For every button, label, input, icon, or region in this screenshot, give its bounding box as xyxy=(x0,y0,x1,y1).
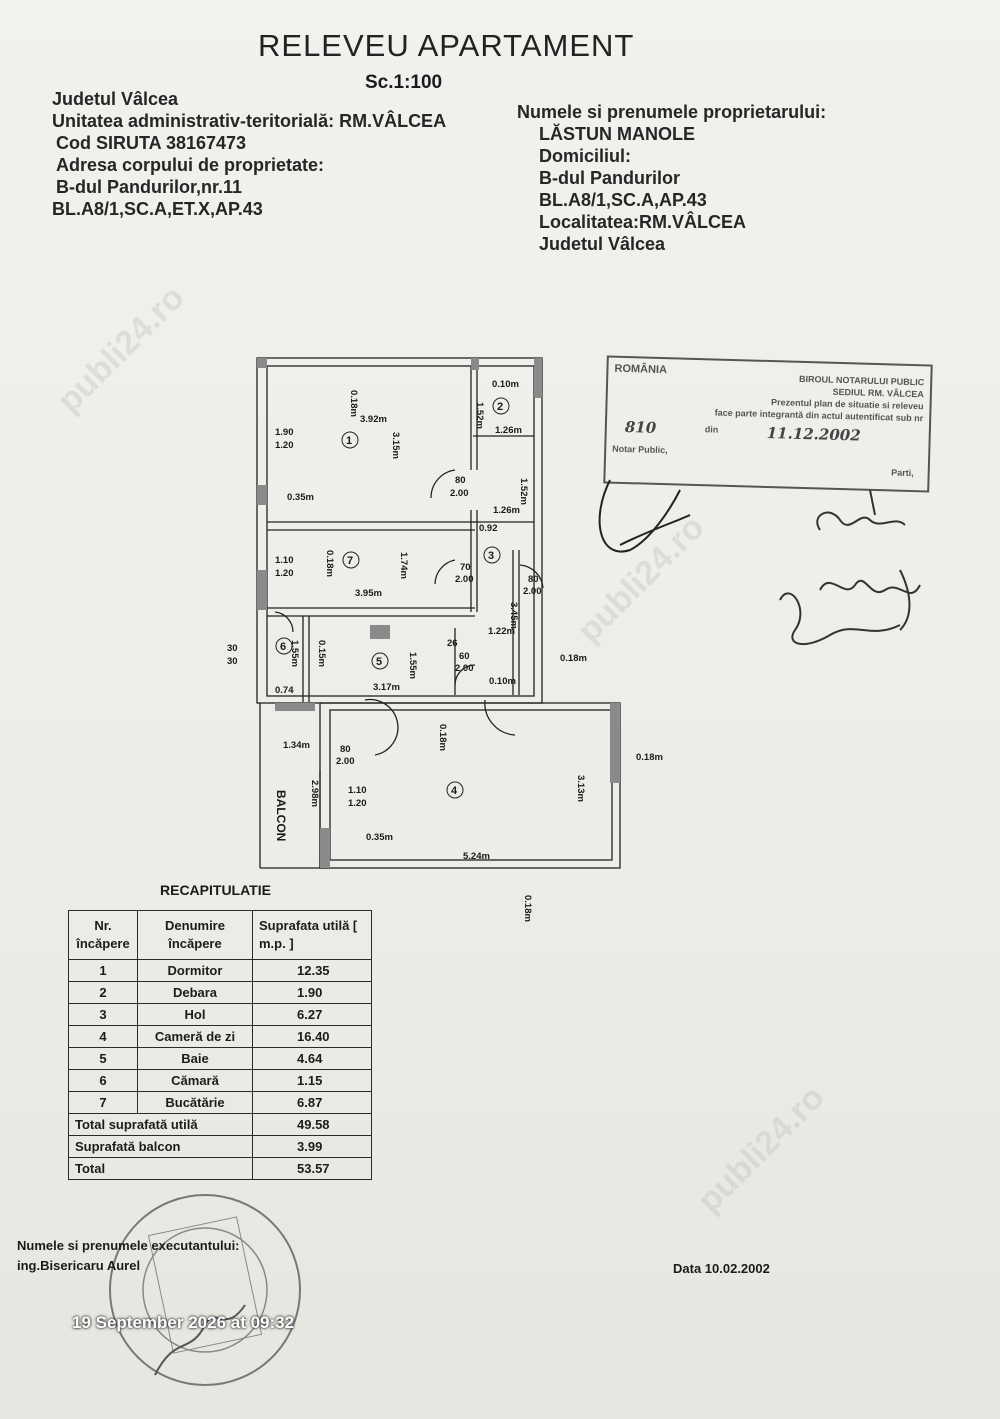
dim-label: 30 xyxy=(227,656,238,667)
dim-label: 2.00 xyxy=(455,574,474,585)
dim-label: 0.15m xyxy=(316,640,327,667)
balcony-label: BALCON xyxy=(274,790,288,841)
dim-label: 0.18m xyxy=(324,550,335,577)
dim-label: 1.10 xyxy=(275,555,294,566)
balcony-row: Suprafată balcon 3.99 xyxy=(68,1135,372,1158)
dim-label: 0.35m xyxy=(366,832,393,843)
county-line: Judetul Vâlcea xyxy=(52,89,179,109)
document-date: Data 10.02.2002 xyxy=(673,1261,770,1276)
address-street: B-dul Pandurilor,nr.11 xyxy=(56,177,243,197)
col-header: Nr. încăpere xyxy=(68,910,138,960)
photo-timestamp: 19 September 2026 at 09:32 xyxy=(72,1313,295,1332)
plan-scale: Sc.1:100 xyxy=(365,72,443,93)
room-number-2: 2 xyxy=(497,401,503,413)
domicile-label: Domiciliul: xyxy=(539,146,632,166)
dim-label: 70 xyxy=(460,562,471,573)
dim-label: 30 xyxy=(227,643,238,654)
dim-label: 1.20 xyxy=(348,798,367,809)
dim-label: 0.35m xyxy=(287,492,314,503)
dim-label: 0.18m xyxy=(522,895,533,922)
room-number-7: 7 xyxy=(347,555,353,567)
owner-label: Numele si prenumele proprietarului: xyxy=(517,102,827,122)
col-header: Denumire încăpere xyxy=(137,910,253,960)
dim-label: 2.00 xyxy=(523,586,542,597)
room-number-5: 5 xyxy=(376,656,382,668)
dim-label: 1.52m xyxy=(518,478,529,505)
dim-label: 3.13m xyxy=(575,775,586,802)
dim-label: 1.26m xyxy=(495,425,522,436)
address-block: BL.A8/1,SC.A,ET.X,AP.43 xyxy=(52,199,263,219)
dim-label: 1.55m xyxy=(289,640,300,667)
dim-label: 3.92m xyxy=(360,414,387,425)
admin-unit-line: Unitatea administrativ-teritorială: RM.V… xyxy=(52,111,447,131)
dim-label: 80 xyxy=(528,574,539,585)
dim-label: 60 xyxy=(459,651,470,662)
dim-label: 2.98m xyxy=(309,780,320,807)
table-header-row: Nr. încăpere Denumire încăpere Suprafata… xyxy=(68,910,372,960)
table-row: 6 Cămară 1.15 xyxy=(68,1069,372,1092)
grand-total-row: Total 53.57 xyxy=(68,1157,372,1180)
room-number-6: 6 xyxy=(280,641,286,653)
table-row: 1 Dormitor 12.35 xyxy=(68,959,372,982)
dim-label: 3.17m xyxy=(373,682,400,693)
address-label: Adresa corpului de proprietate: xyxy=(56,155,325,175)
property-info: Judetul Vâlcea Unitatea administrativ-te… xyxy=(52,88,446,220)
dim-label: 3.15m xyxy=(390,432,401,459)
signature-marks xyxy=(598,479,921,646)
dim-label: 0.18m xyxy=(560,653,587,664)
dim-label: 26 xyxy=(447,638,458,649)
owner-info: Numele si prenumele proprietarului: LĂST… xyxy=(517,101,826,255)
table-row: 2 Debara 1.90 xyxy=(68,981,372,1004)
dim-label: 1.20 xyxy=(275,568,294,579)
siruta-line: Cod SIRUTA 38167473 xyxy=(56,133,247,153)
dim-label: 1.26m xyxy=(493,505,520,516)
recap-table: Nr. încăpere Denumire încăpere Suprafata… xyxy=(68,910,372,1180)
dim-label: 1.22m xyxy=(488,626,515,637)
dim-label: 0.10m xyxy=(492,379,519,390)
executor-name: ing.Bisericaru Aurel xyxy=(17,1258,141,1273)
recap-title: RECAPITULATIE xyxy=(160,882,271,898)
dim-label: 0.18m xyxy=(437,724,448,751)
table-row: 7 Bucătărie 6.87 xyxy=(68,1091,372,1114)
dim-label: 2.00 xyxy=(455,663,474,674)
dim-label: 2.00 xyxy=(450,488,469,499)
county-line-owner: Judetul Vâlcea xyxy=(539,234,666,254)
col-header: Suprafata utilă [ m.p. ] xyxy=(252,910,372,960)
room-number-1: 1 xyxy=(346,435,352,447)
executor-label: Numele si prenumele executantului: xyxy=(17,1238,240,1253)
dim-label: 1.10 xyxy=(348,785,367,796)
dim-label: 1.90 xyxy=(275,427,294,438)
dim-label: 80 xyxy=(340,744,351,755)
dim-label: 0.74 xyxy=(275,685,294,696)
dim-label: 1.74m xyxy=(398,552,409,579)
dim-label: 1.52m xyxy=(474,402,485,429)
table-row: 4 Cameră de zi 16.40 xyxy=(68,1025,372,1048)
dim-label: 0.18m xyxy=(636,752,663,763)
dim-label: 1.55m xyxy=(407,652,418,679)
dim-label: 3.95m xyxy=(355,588,382,599)
dim-label: 80 xyxy=(455,475,466,486)
table-row: 5 Baie 4.64 xyxy=(68,1047,372,1070)
dim-label: 0.92 xyxy=(479,523,498,534)
surveyor-stamp xyxy=(109,1194,301,1386)
dim-label: 5.24m xyxy=(463,851,490,862)
room-number-4: 4 xyxy=(451,785,458,797)
domicile-block: BL.A8/1,SC.A,AP.43 xyxy=(539,190,707,210)
stamp-office: BIROUL NOTARULUI PUBLIC SEDIUL RM. VÂLCE… xyxy=(714,373,925,424)
dim-label: 3.45m xyxy=(508,602,519,629)
dim-label: 1.20 xyxy=(275,440,294,451)
document-title: RELEVEU APARTAMENT xyxy=(258,28,635,63)
total-row: Total suprafată utilă 49.58 xyxy=(68,1113,372,1136)
dim-label: 1.34m xyxy=(283,740,310,751)
table-row: 3 Hol 6.27 xyxy=(68,1003,372,1026)
dim-label: 0.10m xyxy=(489,676,516,687)
dim-label: 0.18m xyxy=(348,390,359,417)
owner-name: LĂSTUN MANOLE xyxy=(539,124,695,144)
executor-block: Numele si prenumele executantului: ing.B… xyxy=(17,1236,240,1276)
floor-plan: 1 2 3 4 5 6 7 BALCON 0.18m 3.92m 0.10m 1… xyxy=(227,357,663,922)
dim-label: 2.00 xyxy=(336,756,355,767)
locality-line: Localitatea:RM.VÂLCEA xyxy=(539,212,747,232)
room-number-3: 3 xyxy=(488,550,494,562)
domicile-street: B-dul Pandurilor xyxy=(539,168,680,188)
